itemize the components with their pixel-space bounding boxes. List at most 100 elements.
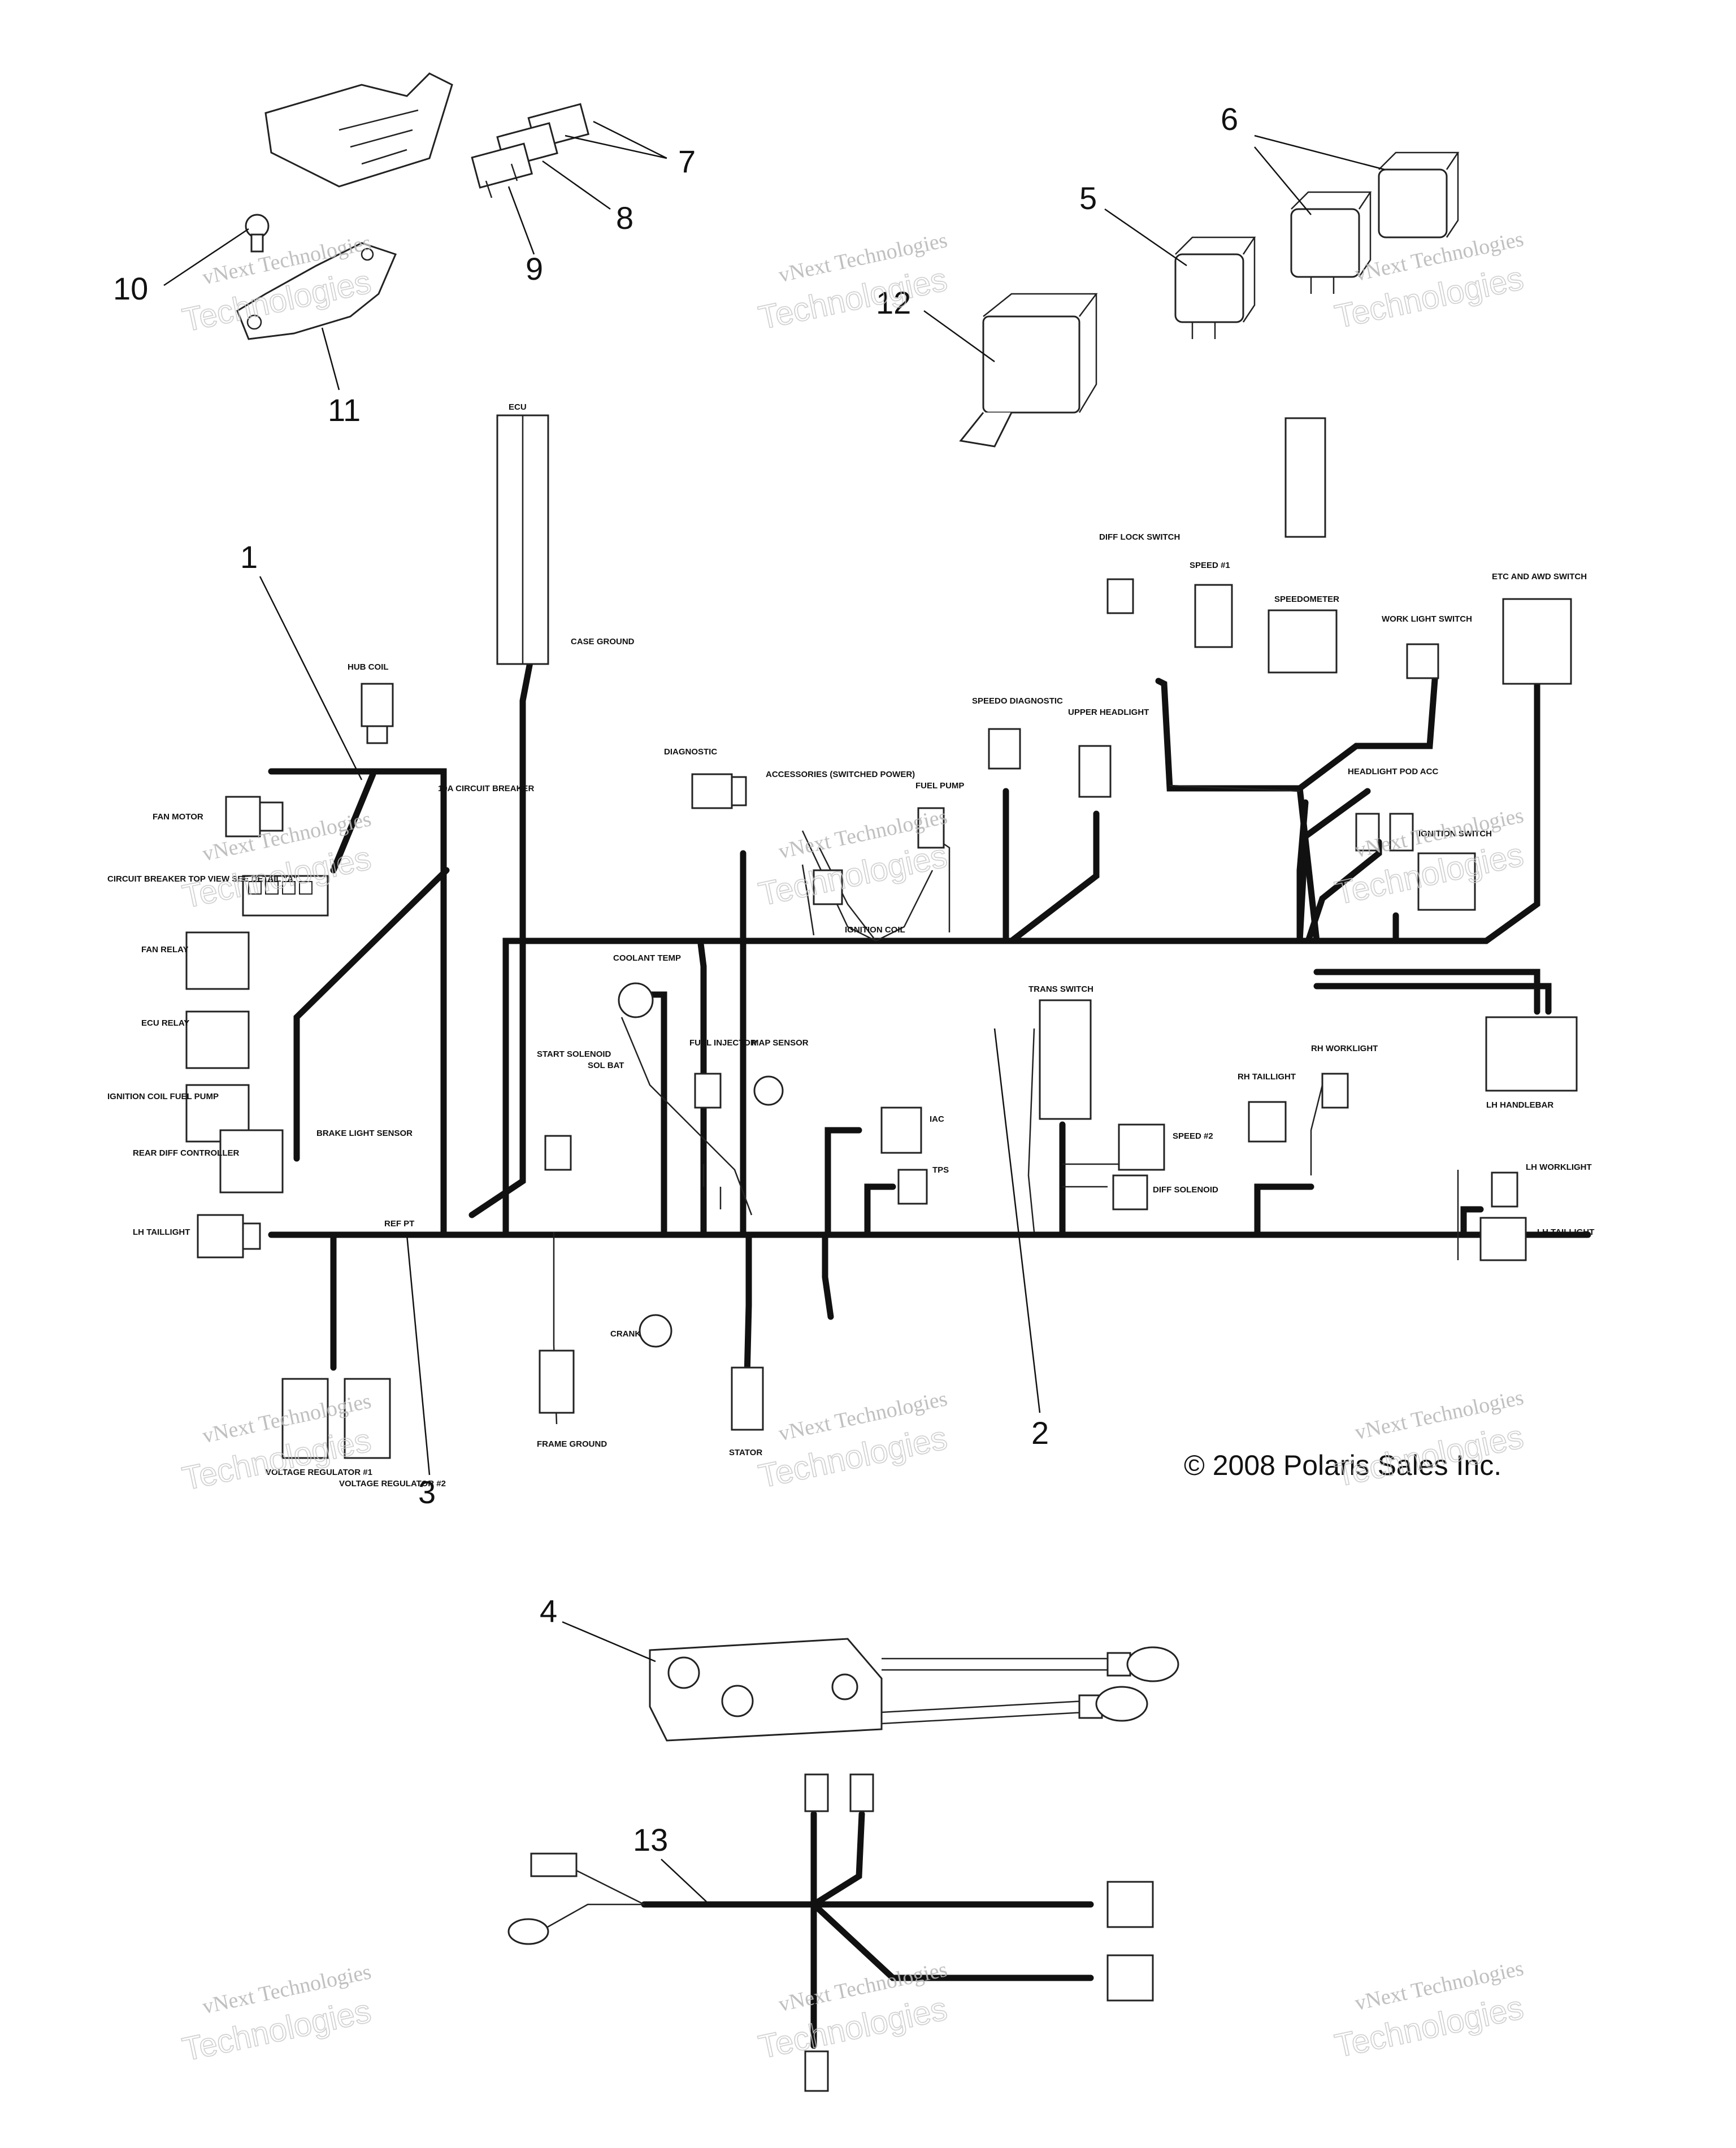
svg-text:5: 5: [1079, 180, 1097, 216]
label-diagnostic: DIAGNOSTIC: [664, 747, 717, 757]
callout-9: 9: [507, 186, 543, 287]
label-start-solenoid: START SOLENOID: [537, 1049, 611, 1059]
label-ref-pt: REF PT: [384, 1219, 414, 1229]
label-brake-light-sensor: BRAKE LIGHT SENSOR: [316, 1129, 413, 1138]
diff-solenoid-connector: [1112, 1174, 1148, 1210]
label-speedo-diagnostic: SPEEDO DIAGNOSTIC: [972, 696, 1063, 706]
label-voltage-regulator2: VOLTAGE REGULATOR #2: [339, 1479, 446, 1489]
relay-6b: [1378, 151, 1460, 238]
label-ignition-switch: IGNITION SWITCH: [1418, 829, 1492, 839]
etc-awd-connector: [1502, 598, 1572, 685]
label-tps: TPS: [932, 1165, 949, 1175]
svg-text:2: 2: [1031, 1415, 1049, 1451]
label-map-sensor: MAP SENSOR: [752, 1038, 809, 1048]
label-voltage-regulator1: VOLTAGE REGULATOR #1: [266, 1468, 372, 1477]
svg-text:8: 8: [616, 200, 633, 236]
label-frame-ground: FRAME GROUND: [537, 1439, 607, 1449]
fuses-7-8-9: [471, 103, 590, 198]
lh-taillight-left-connector: [197, 1214, 261, 1259]
label-crank: CRANK: [610, 1329, 641, 1339]
label-speed1: SPEED #1: [1190, 561, 1230, 570]
label-rear-diff: REAR DIFF CONTROLLER: [133, 1148, 239, 1158]
callout-5: 5: [1079, 180, 1187, 267]
trans-switch-connector: [1039, 999, 1092, 1120]
rh-worklight-connector: [1321, 1073, 1349, 1109]
fan-motor-connector: [225, 796, 284, 837]
svg-text:4: 4: [540, 1593, 557, 1629]
diff-lock-connector: [1106, 578, 1134, 614]
stator-connector: [731, 1366, 764, 1431]
label-rh-worklight: RH WORKLIGHT: [1311, 1044, 1378, 1053]
start-solenoid-connector: [544, 1135, 572, 1171]
relay-6a: [1290, 191, 1372, 294]
label-trans-switch: TRANS SWITCH: [1028, 984, 1093, 994]
circuit-breaker-block: [242, 875, 329, 917]
lh-taillight-right-connector: [1479, 1217, 1527, 1261]
headlight-pod-connector: [1355, 813, 1414, 852]
label-iac: IAC: [930, 1114, 944, 1124]
label-diff-solenoid: DIFF SOLENOID: [1153, 1185, 1218, 1195]
label-upper-headlight: UPPER HEADLIGHT: [1068, 708, 1149, 717]
hub-coil-connector: [361, 683, 394, 744]
diagnostic-connector: [691, 773, 747, 809]
callout-12: 12: [876, 285, 995, 363]
frame-ground-connector: [539, 1349, 575, 1414]
component-labels: ECU HUB COIL CASE GROUND FAN MOTOR 10A C…: [107, 402, 1594, 1489]
svg-text:12: 12: [876, 285, 911, 320]
label-ecu-relay: ECU RELAY: [141, 1018, 189, 1028]
callout-4: 4: [540, 1593, 656, 1663]
ignition-coil-connector: [813, 869, 843, 905]
relay-stack: [185, 931, 250, 1143]
callout-2: 2: [993, 1028, 1049, 1451]
crank-connector: [639, 1314, 672, 1348]
callout-6: 6: [1221, 101, 1385, 215]
svg-text:6: 6: [1221, 101, 1238, 137]
main-harness-trunk: [268, 488, 1591, 1427]
label-fan-relay: FAN RELAY: [141, 945, 189, 954]
work-light-switch-connector: [1406, 643, 1439, 679]
speed2-connector: [1118, 1123, 1165, 1171]
label-stator: STATOR: [729, 1448, 762, 1457]
rh-taillight-connector: [1248, 1101, 1287, 1143]
copyright: © 2008 Polaris Sales Inc.: [1184, 1450, 1501, 1481]
coolant-temp-connector: [618, 982, 654, 1018]
label-hub-coil: HUB COIL: [348, 662, 389, 672]
sub-harness-assembly: [507, 1773, 1154, 2092]
callout-7: 7: [565, 120, 696, 179]
fuel-pump-connector: [917, 807, 945, 849]
fuel-injector-connector: [694, 1073, 722, 1109]
label-lh-taillight-left: LH TAILLIGHT: [133, 1227, 190, 1237]
callout-8: 8: [542, 160, 633, 236]
relay-5: [1174, 236, 1256, 339]
relay-bracket: [236, 242, 397, 340]
callout-11: 11: [321, 327, 361, 428]
label-work-light-switch: WORK LIGHT SWITCH: [1382, 614, 1472, 624]
label-sol-bat: SOL BAT: [588, 1061, 624, 1070]
callout-13: 13: [633, 1822, 707, 1902]
relay-12: [959, 293, 1098, 448]
speedometer-connector: [1268, 417, 1338, 674]
label-ignition-coil: IGNITION COIL: [845, 925, 905, 935]
label-speed2: SPEED #2: [1173, 1131, 1213, 1141]
label-speedometer: SPEEDOMETER: [1274, 595, 1339, 604]
voltage-regulators: [281, 1378, 391, 1459]
label-accessories: ACCESSORIES (SWITCHED POWER): [766, 770, 915, 779]
svg-text:11: 11: [328, 392, 361, 428]
ignition-switch-connector: [1417, 852, 1476, 911]
label-fan-motor: FAN MOTOR: [153, 812, 203, 822]
label-ignition-coil-fuel-pump: IGNITION COIL FUEL PUMP: [107, 1092, 219, 1101]
svg-text:13: 13: [633, 1822, 668, 1858]
label-fuel-injector: FUEL INJECTOR: [689, 1038, 757, 1048]
rear-diff-connector: [219, 1129, 284, 1194]
map-sensor-connector: [753, 1075, 784, 1106]
lh-worklight-connector: [1491, 1171, 1518, 1208]
lh-handlebar-connector: [1485, 1016, 1578, 1092]
label-case-ground: CASE GROUND: [571, 637, 635, 646]
upper-headlight-connector: [1078, 745, 1112, 798]
label-rh-taillight: RH TAILLIGHT: [1238, 1072, 1296, 1082]
callout-1: 1: [240, 539, 363, 780]
speedo-diag-connector: [988, 728, 1021, 770]
mounting-bolt: [245, 214, 270, 253]
label-etc-awd: ETC AND AWD SWITCH: [1492, 572, 1587, 582]
